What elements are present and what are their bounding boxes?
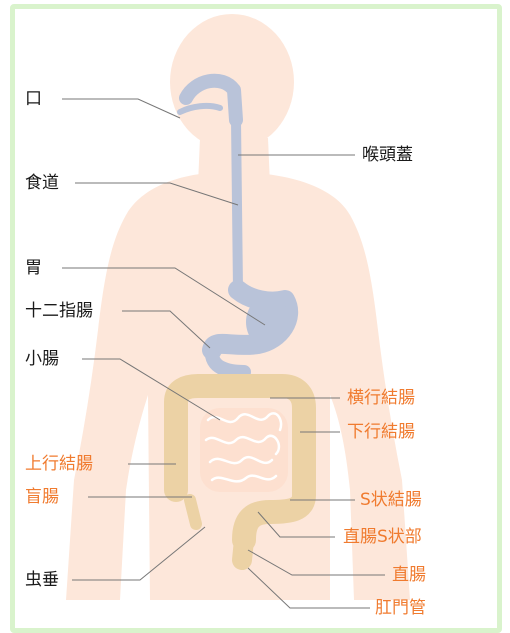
label-appendix: 虫垂: [25, 570, 59, 590]
label-stomach: 胃: [25, 258, 42, 278]
label-esophagus: 食道: [25, 173, 59, 193]
label-transverse-colon: 横行結腸: [347, 388, 415, 408]
label-epiglottis: 喉頭蓋: [362, 145, 413, 165]
label-descending-colon: 下行結腸: [347, 422, 415, 442]
small-intestine: [200, 408, 288, 492]
label-anal-canal: 肛門管: [375, 598, 426, 618]
label-sigmoid-colon: S状結腸: [360, 490, 422, 510]
label-duodenum: 十二指腸: [25, 301, 93, 321]
label-rectum: 直腸: [392, 565, 426, 585]
label-cecum: 盲腸: [25, 487, 59, 507]
label-rectosigmoid: 直腸S状部: [343, 527, 422, 547]
label-small-intestine: 小腸: [25, 349, 59, 369]
label-ascending-colon: 上行結腸: [25, 454, 93, 474]
stomach-shape: [246, 296, 290, 348]
label-mouth: 口: [25, 89, 42, 109]
